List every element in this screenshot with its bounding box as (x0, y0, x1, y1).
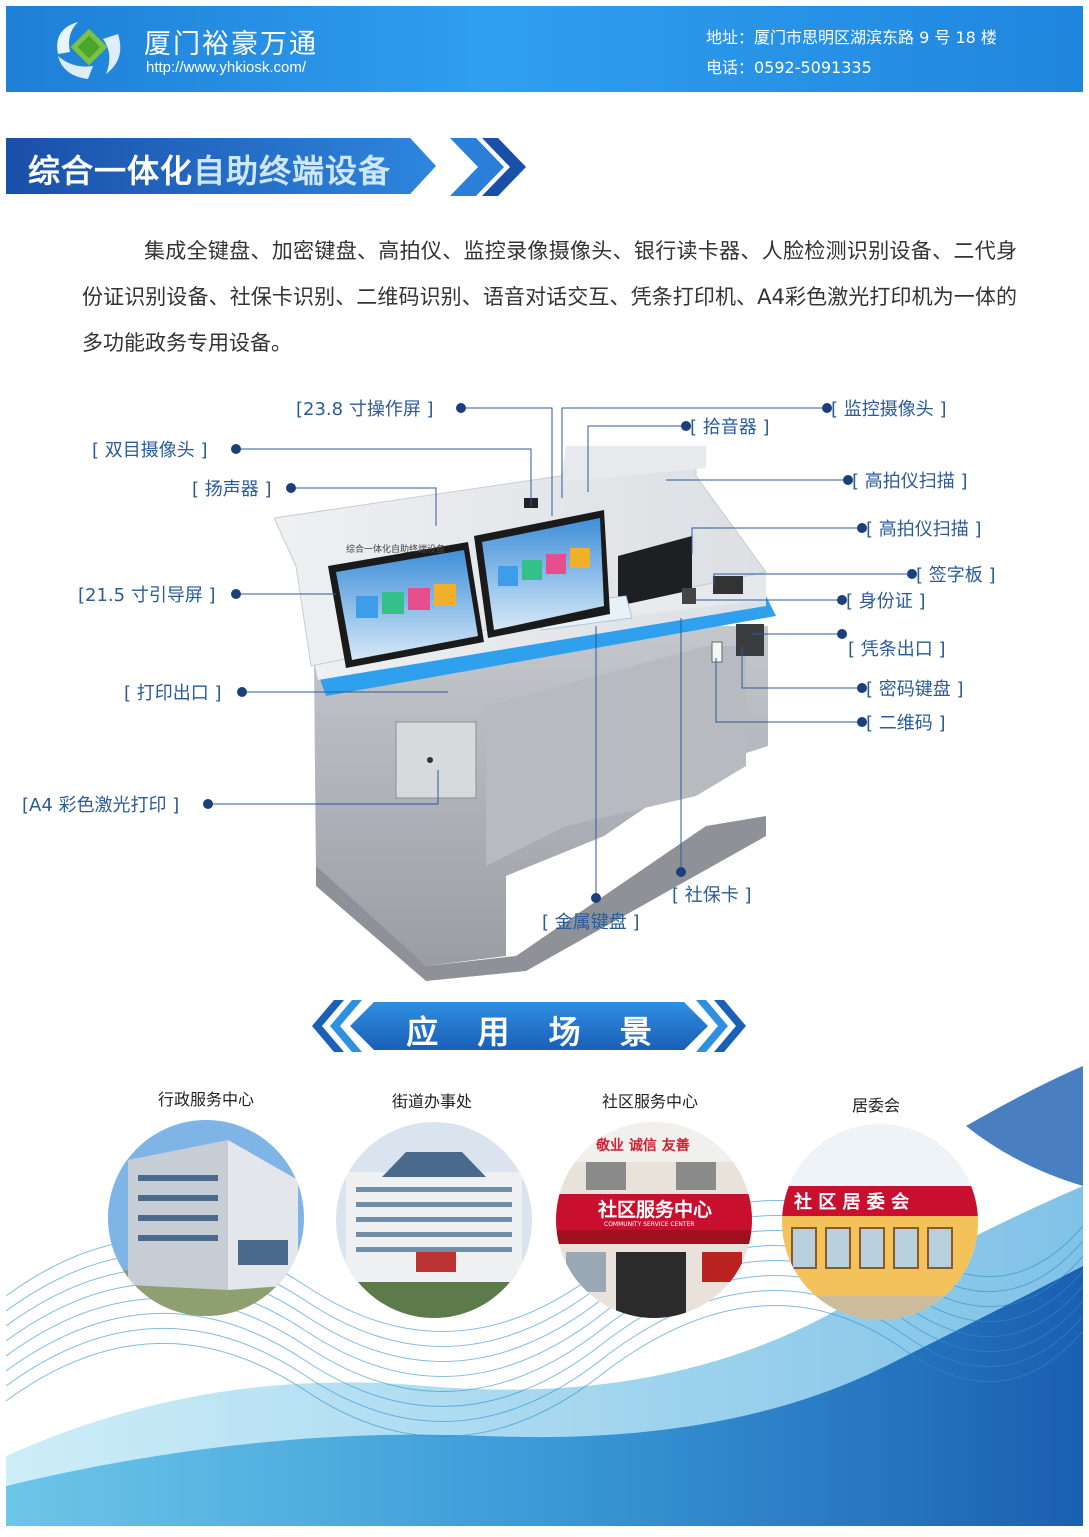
section-title-bar (6, 138, 436, 194)
scene-label-residents: 居委会 (851, 1096, 900, 1115)
label-print-out: [ 打印出口 ] (124, 683, 222, 704)
section-title-text: 综合一体化自助终端设备 (28, 152, 392, 190)
operation-screen-238 (474, 510, 610, 638)
apps-title-banner (312, 1000, 746, 1052)
label-idcard: [ 身份证 ] (846, 591, 926, 612)
label-signpad: [ 签字板 ] (916, 565, 996, 586)
header-banner: 厦门裕豪万通 http://www.yhkiosk.com/ 地址：厦门市思明区… (6, 6, 1083, 92)
label-qrcode: [ 二维码 ] (866, 713, 946, 734)
apps-title-text: 应 用 场 景 (406, 1013, 666, 1051)
label-receipt: [ 凭条出口 ] (848, 639, 946, 660)
kiosk-diagram: 综合一体化自助终端设备 (203, 403, 917, 981)
label-social-card: [ 社保卡 ] (672, 885, 752, 906)
scene-label-admin: 行政服务中心 (157, 1090, 254, 1109)
scene-image-residents: 社 区 居 委 会 (782, 1124, 978, 1320)
label-scanner-2: [ 高拍仪扫描 ] (866, 519, 982, 540)
company-address: 地址：厦门市思明区湖滨东路 9 号 18 楼 (706, 28, 997, 47)
community-sign-en: COMMUNITY SERVICE CENTER (604, 1221, 694, 1228)
guide-screen-215 (328, 542, 484, 668)
label-operation-screen: [23.8 寸操作屏 ] (296, 399, 434, 420)
community-banner-text: 敬业 诚信 友善 (595, 1137, 690, 1154)
scene-image-street (336, 1122, 532, 1318)
leader-lines (208, 407, 912, 898)
scene-image-admin (108, 1120, 304, 1316)
section-title: 综合一体化自助终端设备 (6, 136, 526, 198)
label-dual-camera: [ 双目摄像头 ] (92, 440, 208, 461)
company-url[interactable]: http://www.yhkiosk.com/ (146, 59, 307, 76)
scene-image-community: 敬业 诚信 友善 社区服务中心 COMMUNITY SERVICE CENTER (556, 1122, 752, 1318)
community-sign-text: 社区服务中心 (597, 1198, 712, 1221)
scene-label-community: 社区服务中心 (601, 1092, 698, 1111)
company-name: 厦门裕豪万通 (144, 29, 318, 60)
label-metal-keyboard: [ 金属键盘 ] (542, 912, 640, 933)
label-pickup: [ 拾音器 ] (690, 417, 770, 438)
label-speaker: [ 扬声器 ] (192, 479, 272, 500)
scene-label-street: 街道办事处 (391, 1092, 472, 1111)
company-phone: 电话：0592-5091335 (706, 58, 872, 77)
label-scanner-1: [ 高拍仪扫描 ] (852, 471, 968, 492)
brochure-frame: 厦门裕豪万通 http://www.yhkiosk.com/ 地址：厦门市思明区… (6, 6, 1083, 1531)
label-monitor-camera: [ 监控摄像头 ] (831, 399, 947, 420)
company-logo-icon (57, 22, 121, 79)
kiosk-header-text: 综合一体化自助终端设备 (346, 543, 445, 555)
leader-dots (203, 403, 917, 903)
label-pinpad: [ 密码键盘 ] (866, 679, 964, 700)
label-a4-printer: [A4 彩色激光打印 ] (22, 795, 180, 816)
intro-paragraph: 集成全键盘、加密键盘、高拍仪、监控录像摄像头、银行读卡器、人脸检测识别设备、二代… (82, 239, 1017, 355)
chevron-right-icon (450, 138, 526, 196)
label-guide-screen: [21.5 寸引导屏 ] (78, 585, 216, 606)
residents-sign-text: 社 区 居 委 会 (794, 1191, 909, 1213)
